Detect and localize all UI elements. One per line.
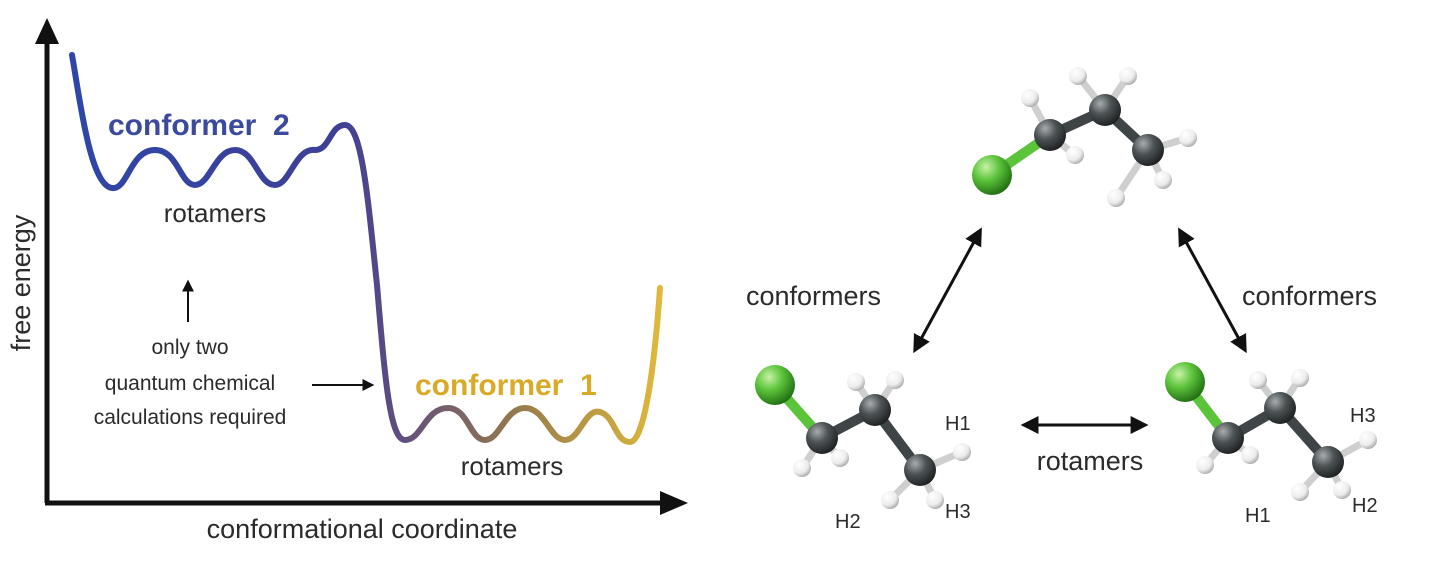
hydrogen-atom	[1154, 171, 1172, 189]
molecule-top	[972, 67, 1197, 207]
label-h1: H1	[945, 413, 971, 435]
free-energy-curve	[69, 52, 663, 446]
chlorine-atom	[972, 155, 1012, 195]
hydrogen-atom	[1241, 446, 1259, 464]
hydrogen-atom	[1333, 481, 1351, 499]
x-axis-label: conformational coordinate	[207, 514, 518, 544]
hydrogen-atom	[793, 459, 811, 477]
molecule-right: H3 H1 H2	[1165, 362, 1378, 527]
conformers-right-arrow	[1178, 227, 1247, 354]
note-line-3: calculations required	[94, 406, 287, 429]
carbon-atom	[806, 422, 838, 454]
hydrogen-atom	[831, 449, 849, 467]
hydrogen-atom	[1291, 483, 1309, 501]
molecule-left: H1 H2 H3	[755, 365, 971, 533]
note-line-1: only two	[151, 336, 228, 359]
conformers-left-label: conformers	[746, 281, 881, 311]
carbon-atom	[1212, 422, 1244, 454]
conformer-2-label: conformer 2	[108, 109, 290, 142]
hydrogen-atom	[886, 371, 904, 389]
hydrogen-atom	[1069, 67, 1087, 85]
energy-diagram: free energy conformational coordinate co…	[6, 18, 688, 544]
hydrogen-atom	[1119, 67, 1137, 85]
y-axis-label: free energy	[6, 214, 36, 351]
rotamers-lower-label: rotamers	[461, 451, 564, 481]
conformers-left-arrow	[913, 227, 982, 354]
hydrogen-atom	[1066, 146, 1084, 164]
hydrogen-atom	[1359, 431, 1377, 449]
hydrogen-atom	[881, 491, 899, 509]
carbon-atom	[859, 394, 891, 426]
label-h3: H3	[945, 501, 971, 523]
note-line-2: quantum chemical	[105, 372, 275, 395]
hydrogen-atom	[1196, 456, 1214, 474]
hydrogen-atom	[1249, 371, 1267, 389]
label-h2: H2	[1352, 495, 1378, 517]
molecule-panel: H1 H2 H3	[746, 67, 1378, 533]
label-h3: H3	[1350, 405, 1376, 427]
carbon-atom	[1089, 94, 1121, 126]
carbon-atom	[1132, 134, 1164, 166]
carbon-atom	[904, 454, 936, 486]
hydrogen-atom	[1291, 369, 1309, 387]
carbon-atom	[1312, 446, 1344, 478]
label-h2: H2	[835, 511, 861, 533]
hydrogen-atom	[847, 373, 865, 391]
chlorine-atom	[755, 365, 795, 405]
conformers-right-label: conformers	[1242, 281, 1377, 311]
hydrogen-atom	[1107, 189, 1125, 207]
hydrogen-atom	[953, 443, 971, 461]
y-axis-arrowhead	[35, 18, 59, 44]
x-axis-arrowhead	[660, 491, 688, 515]
rotamers-upper-label: rotamers	[164, 198, 267, 228]
conformer-1-label: conformer 1	[415, 369, 597, 402]
carbon-atom	[1264, 392, 1296, 424]
chlorine-atom	[1165, 362, 1205, 402]
carbon-atom	[1034, 119, 1066, 151]
hydrogen-atom	[1021, 89, 1039, 107]
label-h1: H1	[1245, 505, 1271, 527]
rotamers-label: rotamers	[1037, 446, 1144, 476]
hydrogen-atom	[1179, 129, 1197, 147]
hydrogen-atom	[926, 491, 944, 509]
